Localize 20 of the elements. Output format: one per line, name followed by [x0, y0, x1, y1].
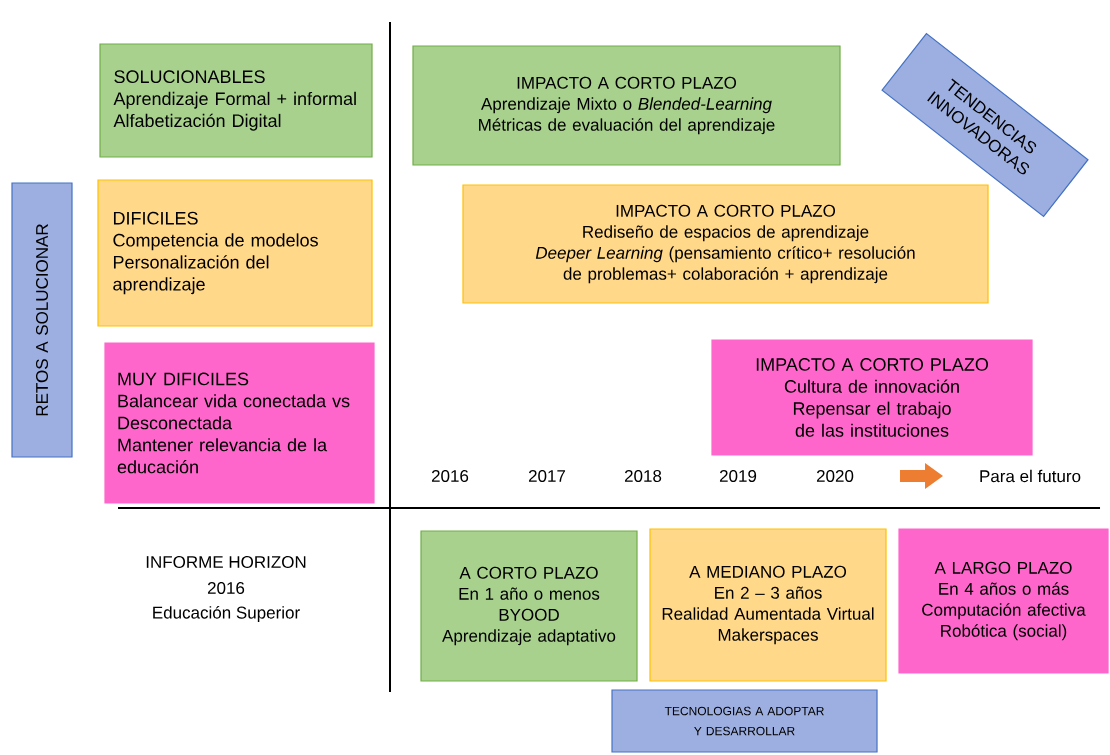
trend-box: IMPACTO A CORTO PLAZO Aprendizaje Mixto o Blended-Learning Métricas de evaluación del aprendizaje [412, 45, 841, 166]
trend-box: IMPACTO A CORTO PLAZO Cultura de innovación Repensar el trabajo de las instituciones [711, 339, 1033, 456]
challenge-box: SOLUCIONABLES Aprendizaje Formal + informal Alfabetización Digital [99, 43, 373, 158]
challenge-box: MUY DIFICILES Balancear vida conectada vs Desconectada Mantener relevancia de la educación [104, 342, 375, 504]
timeline-label: Para el futuro [980, 469, 1081, 483]
technology-box: A MEDIANO PLAZO En 2 – 3 años Realidad Aumentada Virtual Makerspaces [649, 528, 887, 682]
year-label: 2017 [528, 470, 566, 482]
heading-banner: RETOS A SOLUCIONAR [11, 182, 73, 458]
year-label: 2020 [816, 470, 854, 482]
technology-box: A LARGO PLAZO En 4 años o más Computación afectiva Robótica (social) [898, 528, 1109, 674]
technology-box: A CORTO PLAZO En 1 año o menos BYOOD Aprendizaje adaptativo [420, 530, 638, 682]
year-label: 2016 [431, 470, 469, 482]
year-label: 2019 [719, 470, 757, 482]
year-label: 2018 [624, 470, 662, 482]
heading-banner: TECNOLOGIAS A ADOPTAR Y DESARROLLAR [611, 689, 878, 753]
challenge-box: DIFICILES Competencia de modelos Personalización del aprendizaje [97, 179, 373, 327]
report-title: INFORME HORIZON [146, 556, 306, 568]
report-title: 2016 [207, 582, 245, 594]
report-title: Educación Superior [153, 606, 300, 622]
trend-box: IMPACTO A CORTO PLAZO Rediseño de espacios de aprendizaje Deeper Learning (pensamiento crítico+ resolución de problemas+ colaboración + aprendizaje [462, 184, 989, 304]
